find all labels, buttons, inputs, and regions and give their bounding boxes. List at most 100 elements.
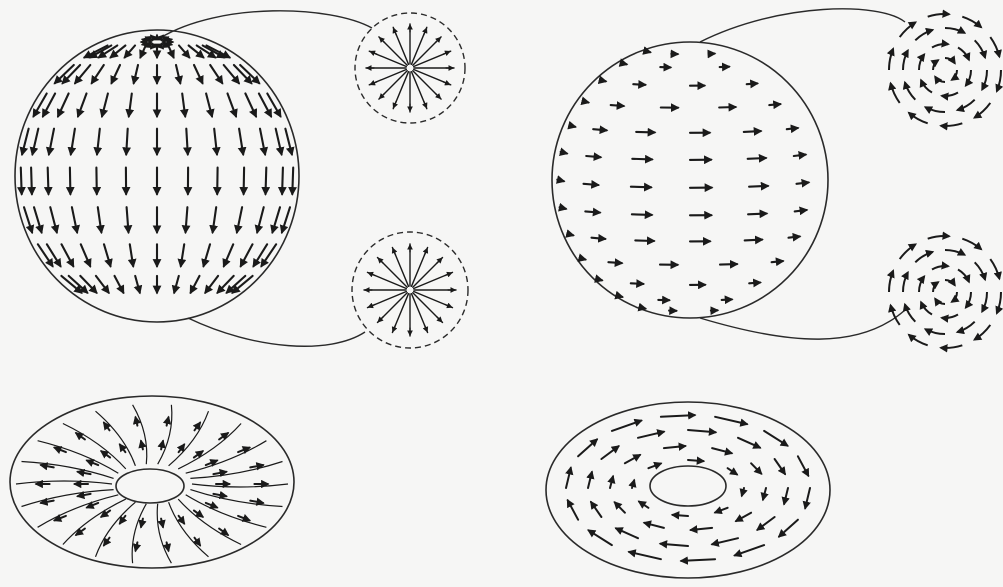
meridian-arrow <box>72 207 77 232</box>
torus-guideline <box>16 481 112 484</box>
latitude-arrow <box>787 128 798 129</box>
latitude-arrow <box>567 234 573 236</box>
torus-radial-arrow <box>78 472 91 474</box>
vortex-arc <box>974 325 990 340</box>
star-arrowhead <box>380 38 385 43</box>
star-arrowhead <box>425 325 428 332</box>
torus-circular-arrow <box>735 545 764 555</box>
torus-circular-arrow <box>638 432 664 438</box>
circular-vortex-inset-top <box>889 14 1001 126</box>
latitude-arrow <box>720 264 737 265</box>
star-arrowhead <box>368 273 375 276</box>
vortex-arc <box>932 266 948 270</box>
meridian-arrow <box>186 129 188 155</box>
circular-vortex-inset-bottom <box>889 236 1001 348</box>
meridian-arrow <box>115 276 124 293</box>
torus-circular-arrow <box>688 430 716 432</box>
vortex-arc <box>990 259 999 279</box>
sphere-radial-field <box>15 11 372 346</box>
meridian-arrow <box>214 129 217 155</box>
torus-radial-arrow <box>161 519 163 527</box>
star-arrowhead <box>393 248 396 255</box>
meridian-arrow <box>176 65 180 83</box>
meridian-arrow <box>261 244 276 266</box>
latitude-arrow <box>619 296 622 297</box>
torus-circular-arrow <box>805 488 810 508</box>
torus-guideline <box>22 462 114 479</box>
latitude-arrow <box>795 210 807 211</box>
torus-circular-arrow <box>589 530 612 545</box>
meridian-arrow <box>168 46 173 58</box>
meridian-arrow <box>218 276 234 293</box>
vortex-arc <box>921 80 932 92</box>
vortex-arc <box>942 93 958 97</box>
torus-circular-arrow <box>644 523 664 528</box>
vortex-arc <box>941 123 963 126</box>
meridian-arrow <box>98 207 102 232</box>
torus-circular-arrow <box>798 456 808 475</box>
torus-circular-field <box>546 402 830 578</box>
vortex-arc <box>915 252 932 262</box>
meridian-arrow <box>32 129 38 155</box>
torus-radial-field <box>10 396 294 568</box>
meridian-arrow <box>48 168 49 195</box>
torus-radial-arrow <box>179 516 185 524</box>
latitude-arrow <box>611 105 624 106</box>
torus-circular-arrow <box>715 417 747 424</box>
torus-circular-arrow <box>612 421 641 431</box>
meridian-arrow <box>181 244 184 266</box>
torus-circular-arrow <box>648 464 661 469</box>
torus-circular-arrow <box>615 502 625 512</box>
meridian-arrows <box>21 35 293 293</box>
star-arrowhead <box>425 248 428 255</box>
latitude-arrow <box>632 214 652 215</box>
meridian-arrow <box>244 168 245 195</box>
torus-radial-arrow <box>167 542 169 550</box>
meridian-arrow <box>97 129 100 155</box>
star-arrowhead <box>394 101 397 107</box>
torus-guideline <box>158 405 172 464</box>
torus-radial-arrow <box>41 501 54 503</box>
torus-circular-arrow <box>629 552 661 559</box>
vortex-arc <box>952 292 957 302</box>
meridian-arrow <box>34 207 42 232</box>
latitude-arrow <box>583 101 588 102</box>
vortex-arc <box>975 262 985 279</box>
latitude-arrow <box>593 129 606 130</box>
vortex-arc <box>933 282 938 292</box>
meridian-arrow <box>96 276 109 293</box>
star-arrowhead <box>380 94 385 99</box>
vortex-arc <box>958 270 969 282</box>
torus-circular-arrow <box>578 439 597 456</box>
meridian-arrow <box>245 94 256 117</box>
torus-circular-arrow <box>757 517 774 530</box>
torus-guideline <box>38 495 119 528</box>
torus-circular-arrow <box>588 472 592 488</box>
torus-circular-arrow <box>688 460 704 461</box>
meridian-arrow <box>22 129 29 155</box>
vortex-arc <box>945 280 955 285</box>
meridian-arrow <box>58 94 69 117</box>
torus-circular-arrow <box>673 515 689 516</box>
vortex-arc <box>928 14 950 17</box>
latitude-arrow <box>636 132 655 133</box>
meridian-arrow <box>21 168 22 195</box>
meridian-arrow <box>70 168 71 195</box>
latitude-arrow <box>794 155 806 156</box>
torus-radial-arrow <box>195 423 201 431</box>
meridian-arrow <box>207 46 230 58</box>
latitude-arrow <box>631 187 651 188</box>
latitude-arrow <box>631 283 644 284</box>
torus-radial-arrow <box>141 441 143 449</box>
vortex-arc <box>966 292 971 308</box>
star-arrowhead <box>436 38 441 43</box>
meridian-arrow <box>204 244 211 266</box>
torus-circular-arrow <box>742 488 744 496</box>
torus-radial-arrow <box>213 494 226 496</box>
meridian-arrow <box>292 168 293 195</box>
star-arrowhead <box>393 325 396 332</box>
star-arrowhead <box>424 28 427 34</box>
latitude-arrow <box>797 182 809 183</box>
torus-guideline <box>190 490 282 507</box>
meridian-arrow <box>47 244 61 266</box>
